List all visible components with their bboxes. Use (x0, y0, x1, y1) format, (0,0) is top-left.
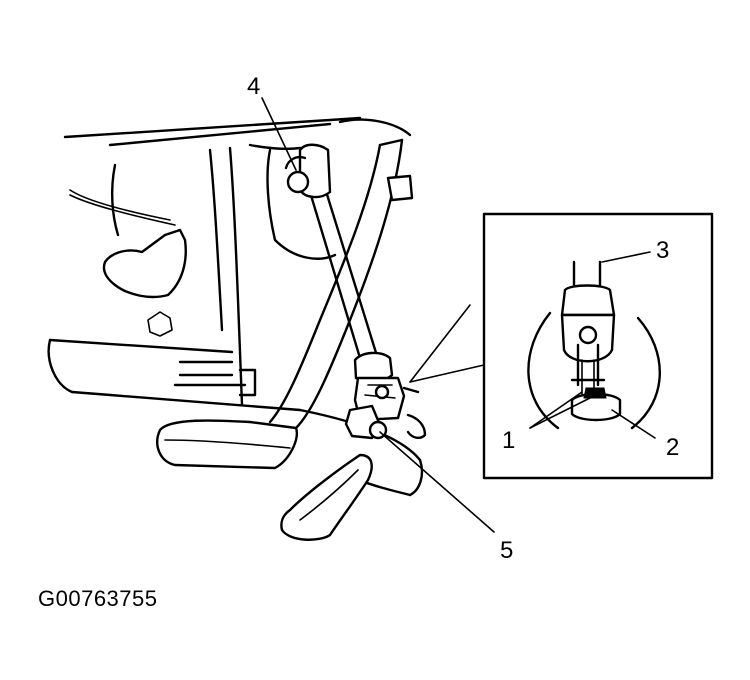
inset-box (482, 212, 714, 480)
dashboard-outline (63, 116, 412, 407)
inset-leader (409, 304, 485, 383)
callout-3: 3 (656, 237, 669, 264)
knee-bolster (102, 228, 187, 337)
figure-id: G00763755 (38, 586, 158, 611)
floor-structure (47, 338, 427, 497)
brake-pedal (156, 138, 414, 470)
callout-leaders (261, 97, 656, 533)
callout-5: 5 (500, 537, 513, 564)
callout-1: 1 (502, 427, 515, 454)
accelerator-pedal (280, 453, 373, 541)
universal-joint (344, 351, 420, 440)
callout-2: 2 (666, 434, 679, 461)
callout-4: 4 (247, 73, 260, 100)
steering-shaft (284, 143, 379, 360)
